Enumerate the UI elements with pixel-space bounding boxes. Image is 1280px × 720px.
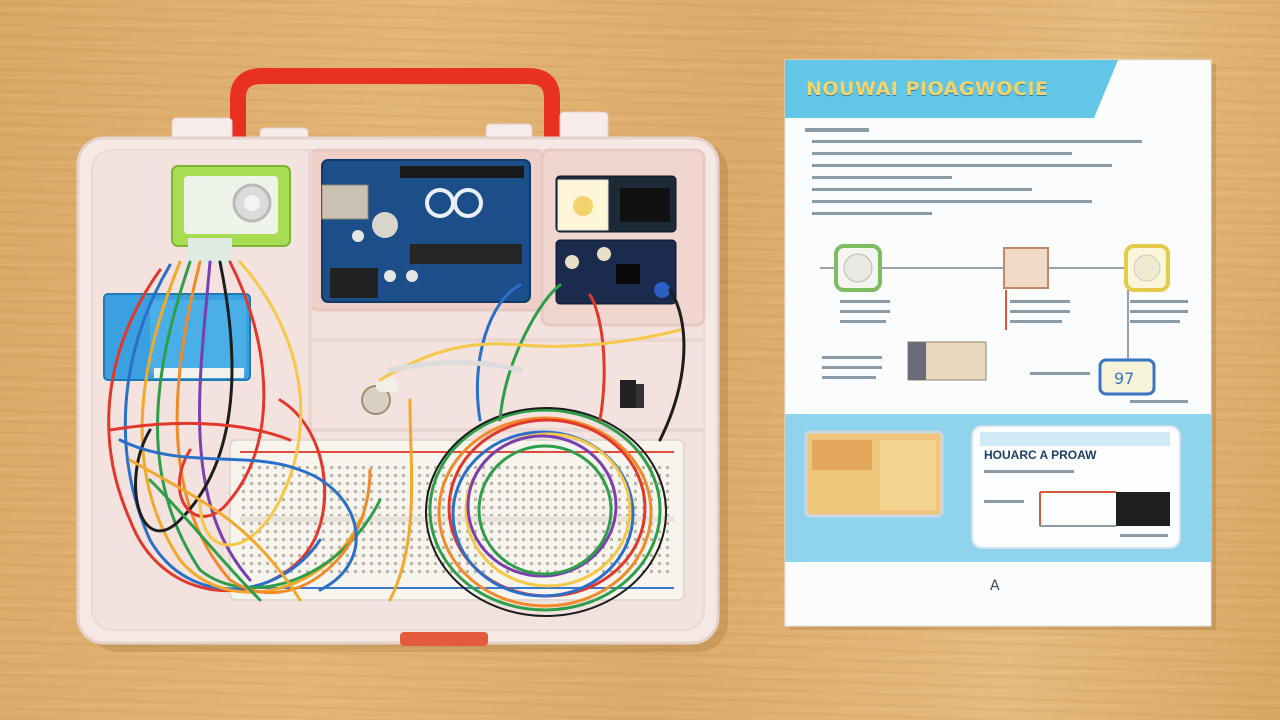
relay-module (555, 175, 677, 233)
button-component (620, 380, 636, 408)
instruction-manual: 97 (784, 59, 1216, 630)
svg-text:97: 97 (1114, 369, 1134, 388)
manual-banner (785, 60, 1118, 118)
jumper-wires (107, 260, 686, 617)
manual-page-mark: A (990, 578, 1000, 594)
breadboard (229, 439, 685, 601)
manual-section-label: HOUARC A PROAW (984, 448, 1097, 462)
sensor-module (171, 165, 291, 264)
arduino-board (321, 159, 531, 303)
driver-module (555, 239, 677, 305)
circuit-diagram: 97 (820, 244, 1188, 403)
manual-title: NOUWAI PIOAGWOCIE (806, 78, 1049, 100)
case-handle[interactable] (230, 68, 560, 142)
